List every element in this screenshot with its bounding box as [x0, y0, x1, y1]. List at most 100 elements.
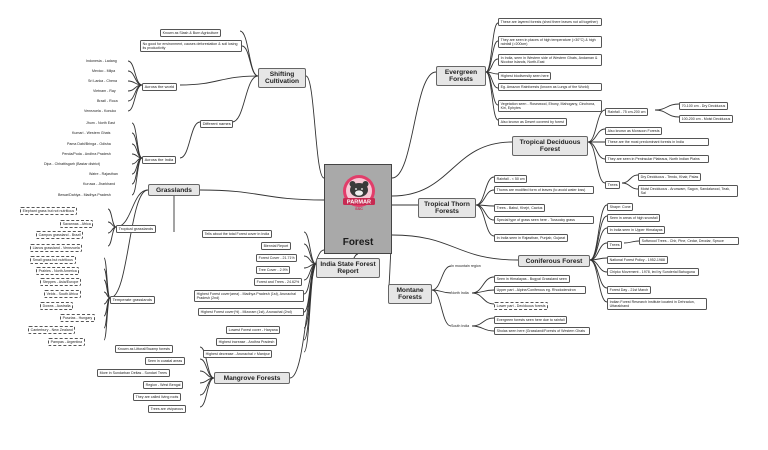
world-name: Sri Lanka - Chena: [88, 79, 117, 83]
coniferous-fact: Indian Forest Research Institute located…: [607, 298, 707, 311]
mangrove-item: They are called living roots: [133, 393, 181, 401]
connector-line: [589, 227, 608, 261]
center-node[interactable]: PARMAR SSC Forest: [324, 164, 392, 254]
connector-line: [587, 109, 606, 143]
connector-line: [127, 84, 143, 112]
logo-text: PARMAR: [347, 200, 371, 206]
shifting-india-label: Across the India: [142, 156, 176, 165]
mangrove-item: Known as Littoral/Swamp forests: [115, 345, 173, 353]
connector-line: [431, 289, 452, 294]
mangrove-item: Trees are viviparous: [148, 405, 186, 413]
connector-line: [471, 325, 495, 332]
isfr-item: Tells about the total Forest cover in In…: [202, 230, 272, 238]
connector-line: [485, 40, 499, 73]
montane-south-item: Evergreen forests seen here due to rainf…: [494, 316, 568, 324]
montane-in-mountain: In mountain region: [451, 264, 481, 268]
coniferous-tree: Softwood Trees - Chir, Pine, Cedar, Deod…: [639, 237, 739, 245]
tropical-grassland: Savannas - Africa: [60, 220, 94, 228]
isfr-item: Highest Forest cover(area) - Madhya Prad…: [194, 290, 304, 303]
shifting-names-label: Different names: [200, 120, 234, 129]
connector-line: [471, 276, 495, 294]
shifting-item: No good for environment, causes deforest…: [140, 40, 242, 53]
evergreen-item: In India, seen in Western side of Wester…: [498, 54, 602, 67]
india-name: Kumari - Western Ghats: [72, 131, 111, 135]
connector-line: [587, 141, 606, 184]
india-name: Dipa - Chhattisgarh (Bastar district): [44, 162, 101, 166]
connector-line: [589, 215, 608, 261]
connector-line: [475, 204, 495, 221]
connector-line: [303, 231, 317, 265]
coniferous-item: Shape: Cone: [607, 203, 634, 211]
connector-line: [391, 234, 519, 261]
world-name: Venezuela - Konuko: [84, 109, 117, 113]
montane-branch[interactable]: Montane Forests: [388, 284, 432, 304]
connector-line: [107, 226, 117, 247]
mangrove-item: Region - West Bengal: [143, 381, 184, 389]
india-name: Watre - Rajasthan: [89, 172, 118, 176]
connector-line: [471, 289, 495, 294]
mangrove-branch[interactable]: Mangrove Forests: [214, 372, 290, 385]
connector-line: [115, 189, 149, 228]
isfr-item: Forest Cover - 21.71%: [256, 254, 298, 262]
temperate-grassland: Pusztas - Hungary: [60, 314, 95, 322]
mangrove-item: More in Sundarban Deltas - Sundari Trees: [97, 369, 170, 377]
tropical-grassland: Elephant grass but not nutritious: [20, 207, 77, 215]
connector-line: [471, 292, 495, 305]
coniferous-fact: Chipko Movement - 1978, led by Sunderlal…: [607, 268, 699, 276]
isfr-branch[interactable]: India State Forest Report: [316, 258, 380, 278]
connector-line: [589, 259, 608, 289]
tropical-grassland: Llanos grassland - Venezuela: [30, 244, 83, 252]
evergreen-branch[interactable]: Evergreen Forests: [436, 66, 486, 86]
evergreen-item: They are seen in places of high temperat…: [498, 36, 602, 49]
connector-line: [303, 263, 317, 353]
grasslands-branch[interactable]: Grasslands: [148, 184, 200, 197]
evergreen-item: Also known as Desert covered by forest: [498, 118, 567, 126]
india-name: Bewar/Dahiya - Madhya Pradesh: [58, 193, 111, 197]
coniferous-item: In India seen in Upper Himalayas: [607, 226, 666, 234]
connector-line: [305, 75, 325, 179]
world-name: Brazil - Roca: [97, 99, 118, 103]
thorn-item: Special type of grass seen here - Tussoc…: [494, 216, 594, 224]
connector-line: [485, 71, 499, 106]
isfr-item: Biennial Report: [261, 242, 291, 250]
connector-line: [391, 141, 513, 197]
montane-south-label: South India: [451, 324, 470, 328]
connector-line: [654, 109, 680, 118]
deciduous-item: Also known as Monsoon Forests: [605, 127, 663, 135]
temperate-grassland: Pampas - Argentina: [48, 338, 85, 346]
shifting-cultivation-branch[interactable]: Shifting Cultivation: [258, 68, 306, 88]
evergreen-item: Vegetation seen - Rosewood, Ebony, Mahog…: [498, 100, 602, 113]
deciduous-rainfall-sub: 100-200 cm - Moist Deciduous: [679, 115, 733, 123]
coniferous-fact: Forest Day - 21st March: [607, 286, 651, 294]
temperate-grasslands-label: Temperate grasslands: [110, 296, 155, 305]
coniferous-branch[interactable]: Coniferous Forest: [518, 255, 590, 268]
connector-line: [475, 204, 495, 237]
connector-line: [391, 71, 437, 179]
connector-line: [131, 157, 143, 196]
temperate-grassland: Canterbury - New Zealand: [28, 326, 76, 334]
world-name: Indonesia - Ladang: [86, 59, 117, 63]
isfr-item: Lowest Forest cover - Haryana: [226, 326, 281, 334]
deciduous-rainfall: Rainfall - 75 cm-200 cm: [605, 108, 649, 116]
tropical-deciduous-branch[interactable]: Tropical Deciduous Forest: [512, 136, 588, 156]
mangrove-item: Seen in coastal areas: [145, 357, 185, 365]
connector-line: [303, 263, 317, 329]
montane-north-item: Seen in Himalayas - Bugyal Grassland see…: [494, 275, 570, 283]
connector-line: [239, 30, 259, 77]
tropical-thorn-branch[interactable]: Tropical Thorn Forests: [418, 198, 476, 218]
montane-north-item: Upper part - Alpine/Coniferous eg. Rhodo…: [494, 286, 586, 294]
connector-line: [199, 189, 325, 201]
india-name: Kuruwa - Jharkhand: [83, 182, 116, 186]
temperate-grassland: Steppes - Asia/Europe: [40, 278, 81, 286]
connector-line: [485, 22, 499, 73]
connector-line: [623, 240, 640, 244]
deciduous-trees-label: Trees: [605, 181, 621, 190]
india-name: Pama Dabi/Bringa - Odisha: [67, 142, 111, 146]
isfr-item: Highest decrease - Arunachal > Manipur: [203, 350, 273, 358]
connector-line: [587, 141, 606, 160]
montane-north-label: North India: [451, 291, 469, 295]
evergreen-item: Eg. Amazon Rainforests (known as Lungs o…: [498, 83, 602, 91]
center-title: Forest: [342, 237, 374, 248]
